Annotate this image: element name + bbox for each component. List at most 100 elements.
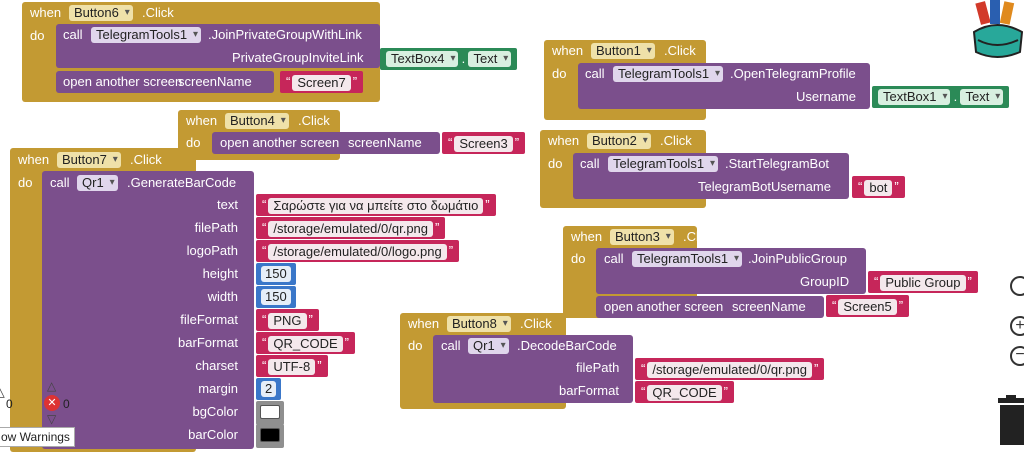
button-dropdown[interactable]: Button3	[610, 229, 674, 245]
number-value[interactable]: 150	[261, 289, 291, 305]
click-event-label: .Click	[142, 5, 174, 20]
button-dropdown[interactable]: Button7	[57, 152, 121, 168]
warning-down-arrow-icon[interactable]: ▽	[47, 412, 57, 426]
screen-name-label: screenName	[732, 299, 806, 314]
string-value[interactable]: Public Group	[880, 274, 966, 291]
number-block[interactable]: 2	[256, 378, 282, 400]
call-start-telegram-bot[interactable]: call TelegramTools1 .StartTelegramBot Te…	[573, 153, 849, 199]
do-keyword: do	[408, 338, 423, 353]
screen-string[interactable]: “Screen3”	[442, 132, 526, 154]
zoom-out-icon[interactable]: −	[1010, 346, 1024, 366]
call-keyword: call	[441, 338, 461, 353]
number-value[interactable]: 2	[261, 381, 277, 397]
property-dropdown[interactable]: Text	[468, 51, 512, 67]
zoom-in-icon[interactable]: +	[1010, 316, 1024, 336]
color-block[interactable]	[256, 424, 284, 448]
target-icon[interactable]	[1010, 276, 1024, 296]
color-swatch[interactable]	[260, 428, 280, 442]
open-another-screen-block[interactable]: open another screen screenName	[212, 132, 440, 154]
do-keyword: do	[186, 135, 201, 150]
string-block[interactable]: “Σαρώστε για να μπείτε στο δωμάτιο”	[256, 194, 496, 216]
textbox-text-getter[interactable]: TextBox1.Text	[872, 86, 1010, 108]
call-keyword: call	[50, 175, 70, 190]
string-value[interactable]: QR_CODE	[647, 384, 722, 401]
backpack-icon[interactable]	[970, 0, 1024, 64]
string-block[interactable]: “PNG”	[256, 309, 319, 331]
color-block[interactable]	[256, 401, 284, 425]
click-event-label: .Click	[660, 133, 692, 148]
warning-up-arrow-icon[interactable]: △	[47, 379, 57, 393]
component-dropdown[interactable]: Qr1	[77, 175, 118, 191]
string-block[interactable]: “/storage/emulated/0/qr.png”	[256, 217, 446, 239]
string-value[interactable]: bot	[864, 179, 893, 196]
screen-name-label: screenName	[178, 74, 252, 89]
textbox-text-getter[interactable]: TextBox4.Text	[380, 48, 518, 70]
component-dropdown[interactable]: TelegramTools1	[632, 251, 743, 267]
param-label: barFormat	[559, 383, 619, 398]
component-dropdown[interactable]: TelegramTools1	[613, 66, 724, 82]
number-block[interactable]: 150	[256, 286, 296, 308]
string-value[interactable]: Screen3	[454, 135, 513, 152]
component-dropdown[interactable]: TelegramTools1	[608, 156, 719, 172]
textbox-dropdown[interactable]: TextBox4	[386, 51, 459, 67]
filepath-string[interactable]: “/storage/emulated/0/qr.png”	[635, 358, 825, 380]
number-block[interactable]: 150	[256, 263, 296, 285]
string-value[interactable]: PNG	[268, 312, 307, 329]
component-dropdown[interactable]: Qr1	[468, 338, 509, 354]
do-keyword: do	[571, 251, 586, 266]
button-dropdown[interactable]: Button6	[69, 5, 133, 21]
method-name: .StartTelegramBot	[725, 156, 830, 171]
call-keyword: call	[580, 156, 600, 171]
string-value[interactable]: Screen5	[838, 298, 897, 315]
call-join-private-group[interactable]: call TelegramTools1 .JoinPrivateGroupWit…	[56, 24, 380, 68]
call-keyword: call	[604, 251, 624, 266]
component-dropdown[interactable]: TelegramTools1	[91, 27, 202, 43]
property-dropdown[interactable]: Text	[960, 89, 1004, 105]
do-keyword: do	[30, 28, 45, 43]
open-another-screen-block[interactable]: open another screen screenName	[56, 71, 274, 93]
click-event-label: .Click	[520, 316, 552, 331]
param-label: PrivateGroupInviteLink	[232, 50, 364, 65]
call-join-public-group[interactable]: call TelegramTools1 .JoinPublicGroup Gro…	[596, 248, 866, 294]
call-generate-barcode[interactable]: call Qr1 .GenerateBarCode	[42, 171, 254, 449]
bot-string[interactable]: “bot”	[852, 176, 905, 198]
open-screen-label: open another screen	[63, 74, 183, 89]
number-value[interactable]: 150	[261, 266, 291, 282]
screen-name-label: screenName	[348, 135, 422, 150]
open-another-screen-block[interactable]: open another screen screenName	[596, 296, 824, 318]
string-block[interactable]: “UTF-8”	[256, 355, 328, 377]
button-dropdown[interactable]: Button1	[591, 43, 655, 59]
do-keyword: do	[552, 66, 567, 81]
string-value[interactable]: UTF-8	[268, 358, 316, 375]
call-decode-barcode[interactable]: call Qr1 .DecodeBarCode filePath barForm…	[433, 335, 633, 403]
screen-string[interactable]: “Screen5”	[826, 295, 910, 317]
button-dropdown[interactable]: Button2	[587, 133, 651, 149]
param-label: TelegramBotUsername	[698, 179, 831, 194]
call-open-telegram-profile[interactable]: call TelegramTools1 .OpenTelegramProfile…	[578, 63, 870, 109]
string-value[interactable]: QR_CODE	[268, 335, 343, 352]
string-value[interactable]: /storage/emulated/0/qr.png	[647, 361, 813, 378]
param-label: filePath	[194, 220, 238, 235]
string-value[interactable]: Σαρώστε για να μπείτε στο δωμάτιο	[268, 197, 484, 214]
string-value[interactable]: /storage/emulated/0/logo.png	[268, 243, 447, 260]
trash-icon[interactable]	[998, 395, 1024, 445]
do-keyword: do	[18, 175, 33, 190]
error-icon: ✕	[44, 395, 60, 411]
button-dropdown[interactable]: Button4	[225, 113, 289, 129]
do-keyword: do	[548, 156, 563, 171]
color-swatch[interactable]	[260, 405, 280, 419]
show-warnings-toggle[interactable]: ow Warnings	[0, 427, 75, 447]
barformat-string[interactable]: “QR_CODE”	[635, 381, 734, 403]
when-keyword: when	[408, 316, 440, 331]
string-block[interactable]: “QR_CODE”	[256, 332, 355, 354]
screen-string[interactable]: “Screen7”	[280, 71, 364, 93]
group-id-string[interactable]: “Public Group”	[868, 271, 978, 293]
param-label: charset	[195, 358, 238, 373]
string-value[interactable]: Screen7	[292, 74, 351, 91]
button-dropdown[interactable]: Button8	[447, 316, 511, 332]
click-event-label: .Click	[683, 229, 715, 244]
param-label: filePath	[576, 360, 620, 375]
string-block[interactable]: “/storage/emulated/0/logo.png”	[256, 240, 460, 262]
string-value[interactable]: /storage/emulated/0/qr.png	[268, 220, 434, 237]
textbox-dropdown[interactable]: TextBox1	[878, 89, 951, 105]
